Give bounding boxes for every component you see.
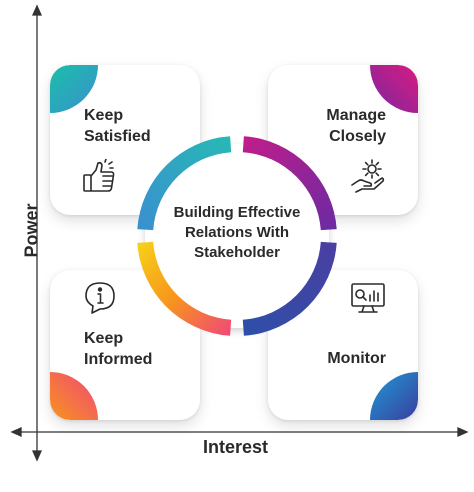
hand-gear-icon [350,159,386,195]
ring-segment-teal [137,136,232,231]
quadrant-label: Monitor [327,348,386,369]
x-axis-label: Interest [203,437,269,457]
x-axis-arrow-left [10,426,22,438]
label-line-1: Manage [326,107,386,124]
x-axis [10,426,469,438]
label-line-2: Satisfied [84,128,151,145]
ring-segment-indigo [242,241,337,336]
info-speech-bubble-icon [82,280,118,316]
y-axis-label: Power [21,203,42,258]
center-title: Building Effective Relations With Stakeh… [173,204,301,261]
label-line-2: Informed [84,351,153,368]
label-line-1: Keep [84,330,124,347]
label-line-1: Monitor [327,350,386,367]
monitor-chart-icon [350,280,386,316]
y-axis-arrow-down [31,450,43,462]
quadrant-label: Manage Closely [326,105,386,147]
quadrant-label: Keep Satisfied [84,105,151,147]
ring-segment-orange [137,241,232,336]
y-axis [31,4,43,462]
quadrant-label: Keep Informed [84,328,152,370]
label-line-1: Keep [84,107,124,124]
label-line-2: Closely [329,128,386,145]
x-axis-arrow-right [457,426,469,438]
ring-inner-disc [145,144,329,328]
ring-segment-magenta [242,136,337,231]
y-axis-arrow-up [31,4,43,16]
thumbs-up-icon [82,159,118,195]
